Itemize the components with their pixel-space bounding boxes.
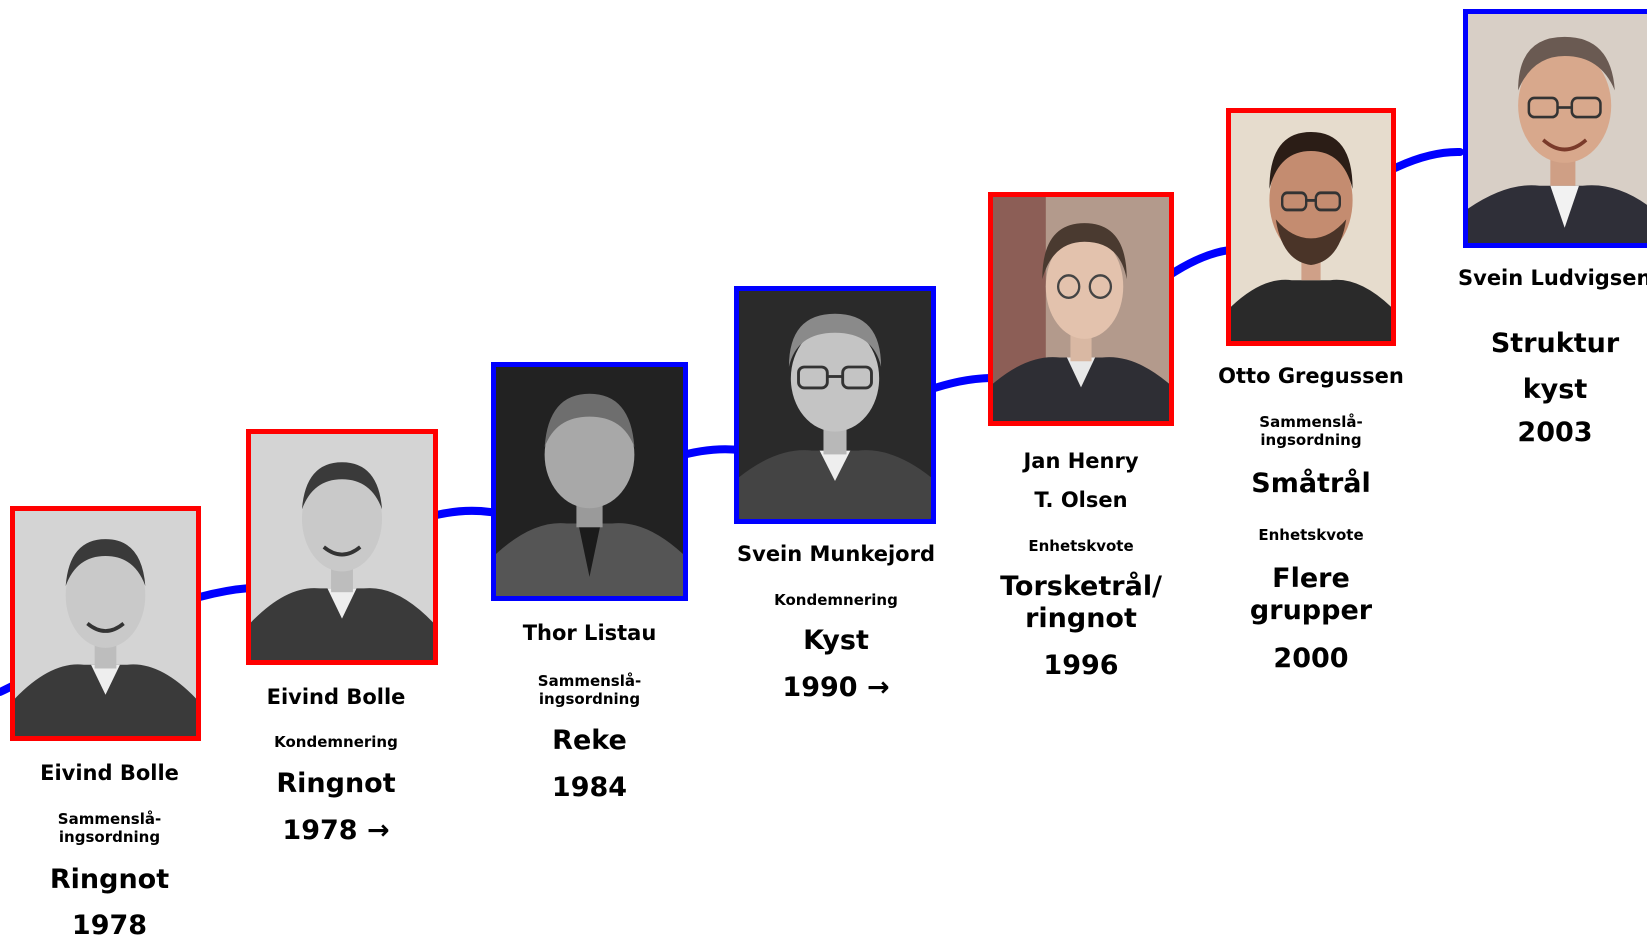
scheme-label: Kondemnering [274,733,398,751]
scheme-label: Sammenslå- ingsordning [10,810,209,846]
scheme-label-line1: Sammenslå- [1259,413,1363,431]
portrait-photo [496,367,683,596]
year-label: 1996 [1043,650,1119,681]
segment-label: Småtrål [1251,468,1371,499]
person-name: Otto Gregussen [1218,364,1404,388]
scheme-label: Sammenslå- ingsordning [1206,413,1416,449]
segment-label: Reke [552,725,627,756]
segment-label-line1: Flere [1272,563,1350,594]
segment-label: Torsketrål/ ringnot [977,571,1185,634]
year-label: 1990 → [782,672,890,703]
scheme-label: Sammenslå- ingsordning [491,672,688,708]
portrait-frame-svein-munkejord [734,286,936,524]
portrait-frame-thor-listau [491,362,688,601]
scheme-label-line1: Sammenslå- [537,672,642,690]
portrait-frame-svein-ludvigsen [1463,9,1647,248]
portrait-frame-jan-henry-t-olsen [988,192,1174,426]
year-label: 1984 [551,772,628,803]
segment-label-line1: Torsketrål/ [1000,571,1162,602]
segment-label-line2: kyst [1522,373,1588,405]
person-name: Jan Henry T. Olsen [977,449,1185,512]
portrait-photo [993,197,1169,421]
scheme-label-line2: ingsordning [58,828,161,846]
portrait-photo [1468,14,1647,243]
scheme-label: Enhetskvote [1028,537,1134,555]
portrait-frame-eivind-bolle-1 [10,506,201,741]
portrait-frame-otto-gregussen [1226,108,1396,346]
year-label: 2003 [1517,417,1593,448]
scheme-label-2: Enhetskvote [1258,526,1364,544]
person-name-line1: Jan Henry [1023,449,1139,473]
scheme-label-line2: ingsordning [538,690,641,708]
person-name-line2: T. Olsen [1034,488,1128,513]
person-name: Thor Listau [522,621,657,645]
portrait-photo [739,291,931,519]
segment-label: Ringnot [276,768,396,799]
year-label: 1978 [71,910,148,941]
segment-label: Ringnot [49,864,170,895]
scheme-label-line2: ingsordning [1260,431,1362,449]
segment-label-line2: ringnot [1025,602,1137,634]
portrait-photo [15,511,196,736]
segment-label-2: Flere grupper [1206,563,1416,626]
person-name: Eivind Bolle [266,685,406,709]
scheme-label-line1: Sammenslå- [57,810,162,828]
segment-label: Kyst [803,625,869,656]
year-label: 1978 → [282,815,390,846]
portrait-photo [1231,113,1391,341]
portrait-frame-eivind-bolle-2 [246,429,438,665]
segment-label-line1: Struktur [1490,328,1620,359]
person-name: Eivind Bolle [40,761,179,785]
person-name: Svein Munkejord [737,542,935,566]
year-label: 2000 [1273,643,1349,674]
segment-label: Struktur kyst [1446,321,1647,413]
portrait-photo [251,434,433,660]
scheme-label: Kondemnering [774,591,898,609]
segment-label-line2: grupper [1249,594,1373,626]
person-name: Svein Ludvigsen [1458,266,1647,290]
